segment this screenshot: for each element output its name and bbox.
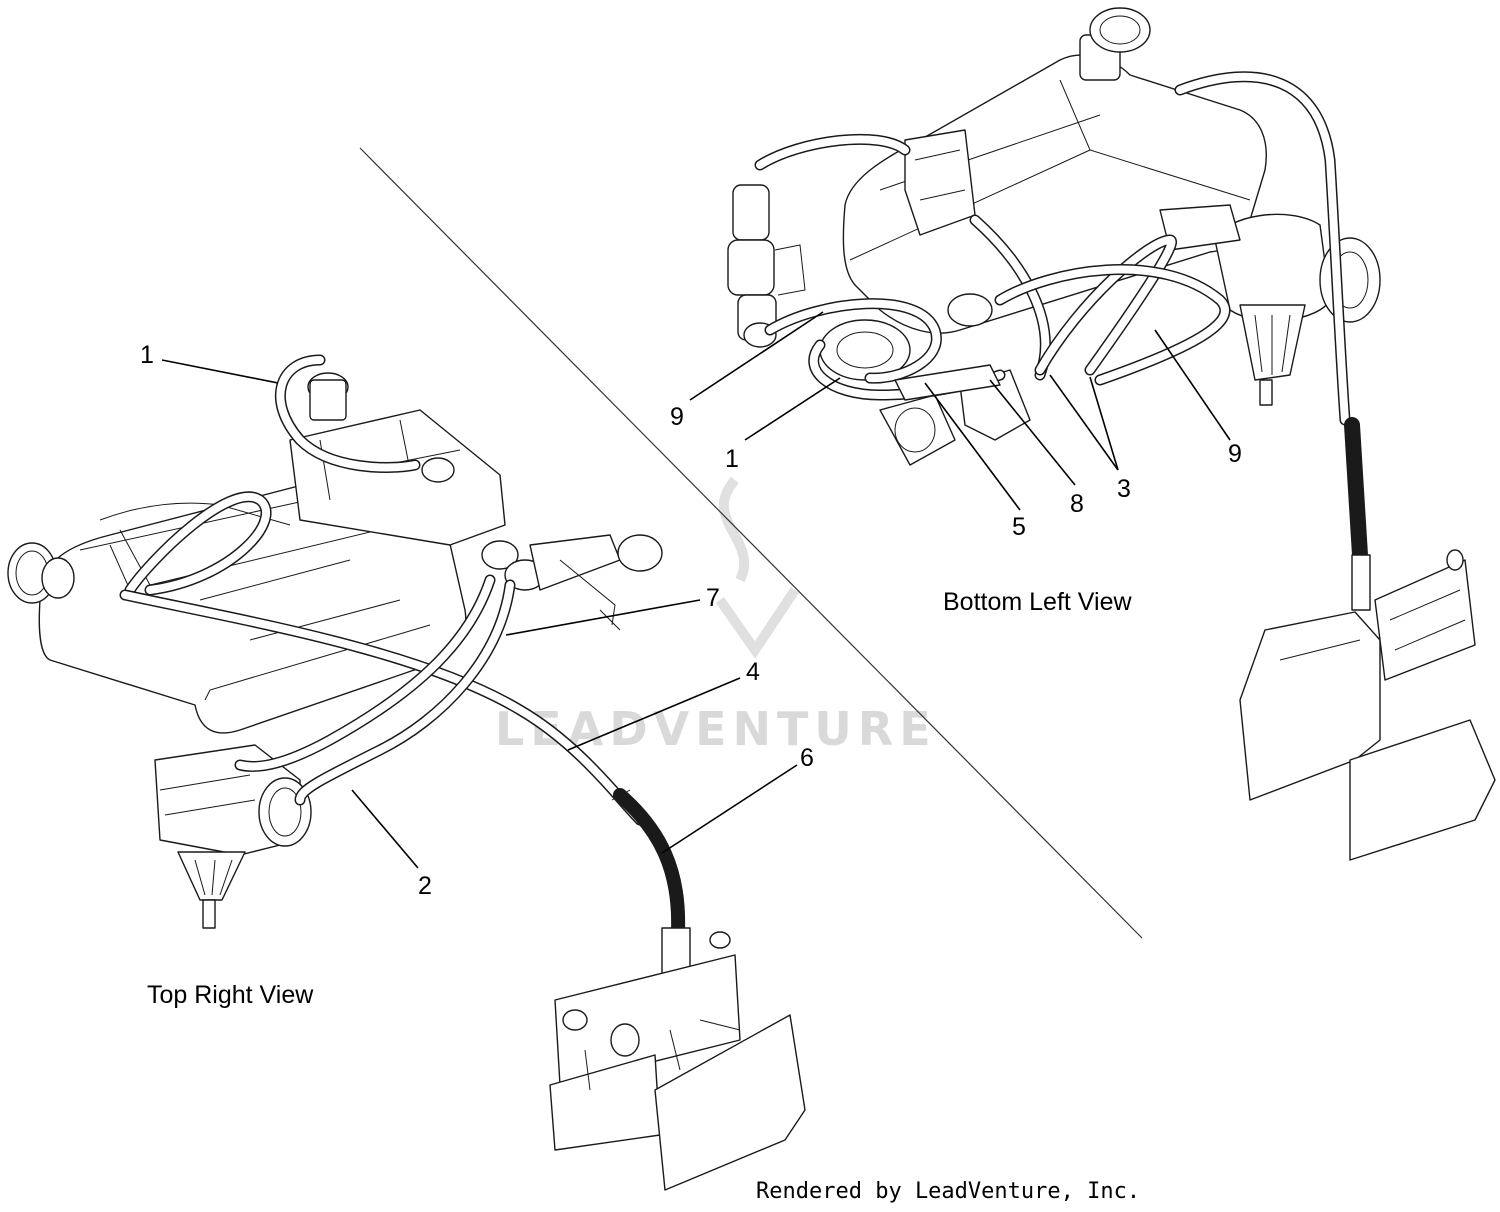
bottom-left-assembly [727,7,1496,861]
callout-7: 7 [706,584,720,612]
watermark-logo-icon [715,476,800,659]
view-label-bottom-left: Bottom Left View [943,588,1132,616]
callout-9-left: 9 [670,403,684,431]
render-credit: Rendered by LeadVenture, Inc. [756,1179,1140,1204]
callout-3: 3 [1117,475,1131,503]
control-block-top-view [549,927,806,1191]
callout-8: 8 [1070,490,1084,518]
view-label-top-right: Top Right View [147,981,314,1009]
tank-cap-icon [7,542,75,604]
callout-6: 6 [800,744,814,772]
callout-5: 5 [1012,513,1026,541]
callouts-top-right: 1 7 4 6 2 [140,341,814,900]
callout-1: 1 [140,341,154,369]
control-block-bottom-view [1239,549,1496,861]
tank-cap-bottom-view-icon [1079,7,1151,81]
callout-1-bottom: 1 [725,445,739,473]
fitting-stack [727,184,806,348]
watermark: LEADVENTURE [495,476,937,756]
hose-fittings [481,534,663,631]
callout-2: 2 [418,872,432,900]
hoses-top-view [119,354,686,937]
watermark-text: LEADVENTURE [495,702,937,756]
callout-4: 4 [746,658,760,686]
valve-bracket [289,409,506,546]
hoses-bottom-view [754,71,1368,563]
view-divider [359,147,1143,939]
callout-9-right: 9 [1228,440,1242,468]
pump-unit [154,744,312,929]
top-right-assembly [7,354,806,1191]
pump-bottom-view [1159,204,1381,406]
callouts-bottom-left: 9 1 5 8 3 9 [670,311,1242,541]
